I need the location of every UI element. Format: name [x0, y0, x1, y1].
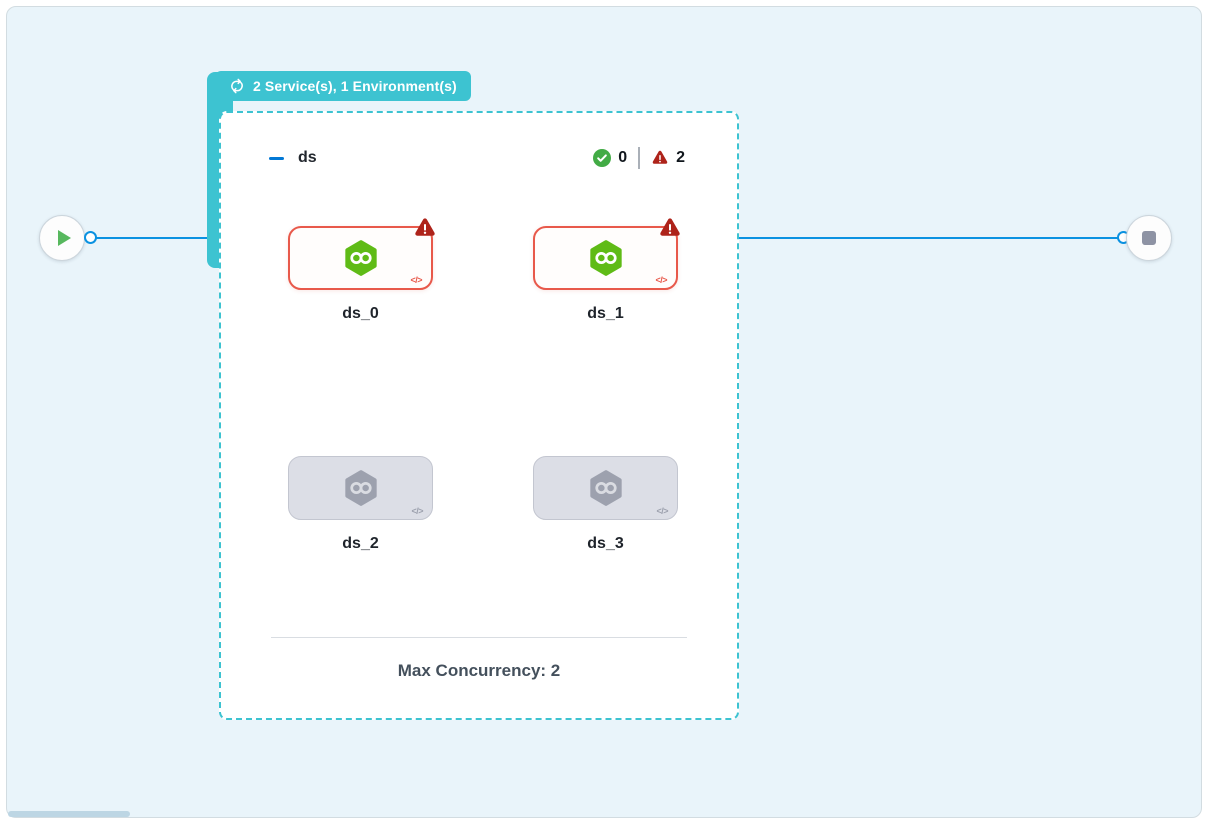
hexagon-infinity-icon	[589, 240, 622, 276]
pipeline-node[interactable]: </> ds_3	[533, 456, 678, 553]
code-icon: </>	[411, 506, 423, 516]
end-node[interactable]	[1126, 215, 1172, 261]
warning-triangle-icon	[652, 150, 668, 164]
loop-icon	[231, 78, 243, 94]
node-label: ds_3	[587, 535, 624, 552]
start-node[interactable]	[39, 215, 85, 261]
fail-count: 2	[676, 149, 685, 166]
code-icon: </>	[656, 506, 668, 516]
matrix-strategy-badge[interactable]: 2 Service(s), 1 Environment(s)	[215, 71, 471, 101]
node-card[interactable]: </>	[288, 456, 433, 520]
hexagon-infinity-icon	[589, 470, 622, 506]
pipeline-node[interactable]: </> ds_2	[288, 456, 433, 553]
hexagon-infinity-icon	[344, 240, 377, 276]
status-counts: 0 2	[593, 147, 685, 169]
group-title: ds	[298, 149, 317, 166]
node-label: ds_2	[342, 535, 379, 552]
matrix-badge-label: 2 Service(s), 1 Environment(s)	[253, 78, 457, 94]
code-icon: </>	[655, 275, 667, 285]
node-label: ds_0	[342, 305, 379, 322]
success-count: 0	[618, 149, 628, 166]
node-label: ds_1	[587, 305, 624, 322]
play-icon	[57, 230, 71, 246]
node-card[interactable]: </>	[533, 218, 680, 290]
matrix-group-header: ds 0 2	[269, 145, 685, 171]
start-connector-dot	[84, 231, 97, 244]
node-warning-icon	[660, 218, 680, 236]
counts-divider	[638, 147, 641, 169]
footer-divider	[271, 637, 687, 638]
node-card[interactable]: </>	[288, 218, 435, 290]
stop-icon	[1142, 231, 1156, 245]
collapse-minus-icon[interactable]	[269, 156, 284, 160]
node-warning-icon	[415, 218, 435, 236]
pipeline-node[interactable]: </> ds_1	[533, 218, 680, 323]
code-icon: </>	[410, 275, 422, 285]
pipeline-node[interactable]: </> ds_0	[288, 218, 435, 323]
node-card[interactable]: </>	[533, 456, 678, 520]
hexagon-infinity-icon	[344, 470, 377, 506]
max-concurrency-label: Max Concurrency: 2	[397, 661, 561, 680]
horizontal-scrollbar-thumb[interactable]	[8, 811, 130, 817]
matrix-group-container: ds 0 2 </>	[219, 111, 739, 720]
check-circle-icon	[593, 149, 612, 167]
